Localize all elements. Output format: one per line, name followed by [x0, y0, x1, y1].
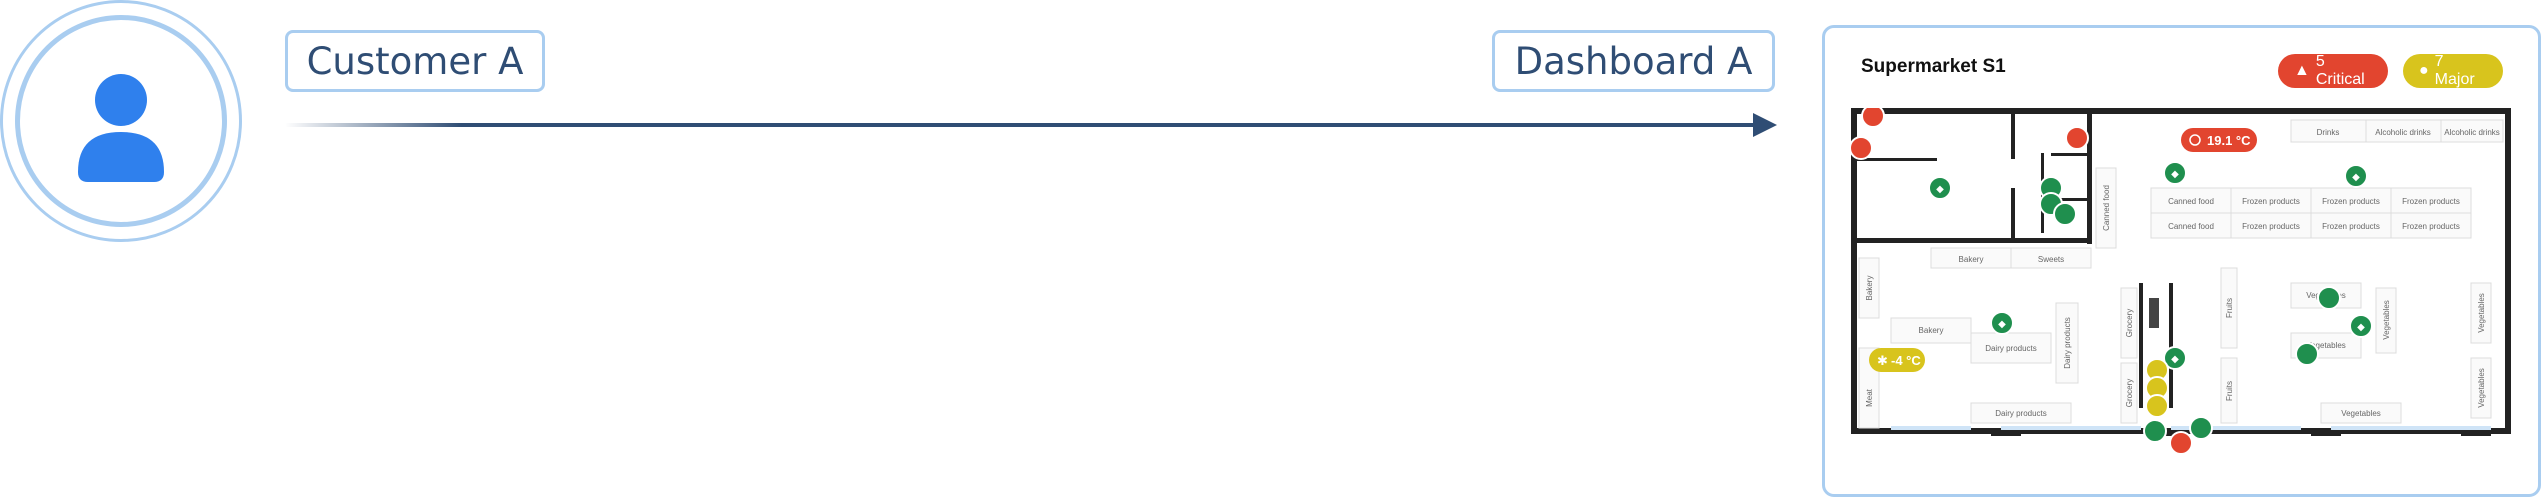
section-canned-2: Canned food: [2168, 222, 2214, 231]
sensor-ok-3[interactable]: [1928, 176, 1952, 200]
sensor-ok-9[interactable]: [2317, 286, 2341, 310]
sensor-ok-13[interactable]: [2189, 416, 2213, 440]
section-alcoholic-2: Alcoholic drinks: [2444, 128, 2500, 137]
avatar-ring: [15, 15, 227, 227]
sensor-ok-12[interactable]: [2143, 419, 2167, 443]
section-meat: Meat: [1865, 388, 1874, 407]
sensor-major-3[interactable]: [2145, 394, 2169, 418]
temp-alert-hot-label: 19.1 °C: [2207, 133, 2251, 148]
section-frozen-4: Frozen products: [2242, 222, 2300, 231]
temp-alert-hot[interactable]: 19.1 °C: [2181, 128, 2257, 152]
sensor-ok-1[interactable]: [2163, 161, 2187, 185]
person-icon: [78, 74, 164, 182]
droplet-icon: ◆: [1998, 319, 2006, 330]
section-bakery-1: Bakery: [1959, 255, 1984, 264]
sensor-ok-11[interactable]: [2295, 342, 2319, 366]
section-dairy-2: Dairy products: [1995, 409, 2047, 418]
sensor-critical-4[interactable]: [2169, 431, 2193, 455]
section-fruits-1: Fruits: [2225, 298, 2234, 318]
store-title: Supermarket S1: [1861, 56, 2006, 77]
alert-circle-icon: ●: [2419, 62, 2429, 79]
snowflake-icon: ✱: [1877, 353, 1888, 368]
section-alcoholic-1: Alcoholic drinks: [2375, 128, 2431, 137]
temp-alert-cold[interactable]: ✱ -4 °C: [1869, 348, 1925, 372]
dashboard-card: Supermarket S1 ▲ 5 Critical ● 7 Major: [1822, 25, 2541, 497]
sensor-critical-3[interactable]: [2065, 126, 2089, 150]
section-sweets: Sweets: [2038, 255, 2064, 264]
critical-badge[interactable]: ▲ 5 Critical: [2278, 53, 2388, 88]
droplet-icon: ◆: [2171, 169, 2179, 180]
major-badge-label: 7 Major: [2434, 53, 2475, 88]
section-bakery-2: Bakery: [1919, 326, 1944, 335]
section-dairy-1: Dairy products: [1985, 344, 2037, 353]
sensor-ok-10[interactable]: [2349, 314, 2373, 338]
section-frozen-2: Frozen products: [2322, 197, 2380, 206]
customer-avatar: [0, 0, 242, 242]
critical-badge-label: 5 Critical: [2315, 53, 2365, 88]
droplet-icon: ◆: [2352, 172, 2360, 183]
sensor-ok-7[interactable]: [1990, 311, 2014, 335]
section-vegetables-5: Vegetables: [2477, 293, 2486, 333]
temp-alert-cold-label: -4 °C: [1891, 353, 1921, 368]
sensor-critical-2[interactable]: [1851, 136, 1873, 160]
floor-plan: Drinks Alcoholic drinks Alcoholic drinks…: [1851, 108, 2511, 455]
droplet-icon: ◆: [2171, 354, 2179, 365]
arrow-head: [1753, 113, 1777, 137]
section-vegetables-6: Vegetables: [2477, 368, 2486, 408]
section-frozen-6: Frozen products: [2402, 222, 2460, 231]
droplet-icon: ◆: [1936, 184, 1944, 195]
section-grocery-2: Grocery: [2125, 379, 2134, 407]
dashboard-label: Dashboard A: [1492, 30, 1775, 92]
flow-arrow: [285, 113, 1777, 137]
section-vegetables-4: Vegetables: [2382, 300, 2391, 340]
section-vegetables-3: Vegetables: [2341, 409, 2381, 418]
section-canned-1: Canned food: [2168, 197, 2214, 206]
section-fruits-2: Fruits: [2225, 381, 2234, 401]
thermometer-icon: [2189, 134, 2201, 146]
section-frozen-1: Frozen products: [2242, 197, 2300, 206]
droplet-icon: ◆: [2357, 322, 2365, 333]
sensor-ok-2[interactable]: [2344, 164, 2368, 188]
major-badge[interactable]: ● 7 Major: [2403, 53, 2503, 88]
section-frozen-3: Frozen products: [2402, 197, 2460, 206]
section-dairy-3: Dairy products: [2063, 317, 2072, 369]
section-frozen-5: Frozen products: [2322, 222, 2380, 231]
section-vegetables-2: Vegetables: [2306, 341, 2346, 350]
warning-icon: ▲: [2294, 62, 2310, 79]
sensor-critical-1[interactable]: [1861, 108, 1885, 128]
section-canned-3: Canned food: [2102, 185, 2111, 231]
sensor-ok-6[interactable]: [2053, 202, 2077, 226]
customer-label: Customer A: [285, 30, 545, 92]
section-grocery-1: Grocery: [2125, 309, 2134, 337]
section-drinks: Drinks: [2317, 128, 2340, 137]
sensor-ok-8[interactable]: [2163, 346, 2187, 370]
section-bakery-3: Bakery: [1865, 276, 1874, 301]
